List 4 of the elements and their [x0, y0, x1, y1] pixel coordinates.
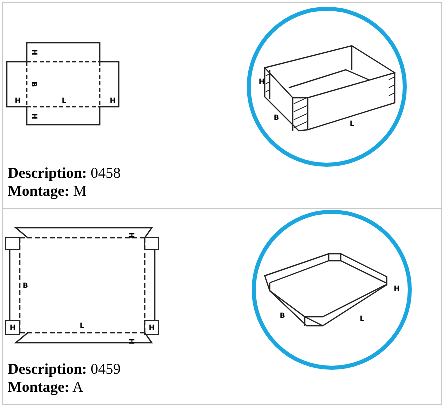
montage-text: Montage: M: [8, 184, 87, 201]
description-text: Description: 0459: [8, 362, 121, 379]
description-text: Description: 0458: [8, 166, 121, 183]
montage-text: Montage: A: [8, 380, 84, 397]
